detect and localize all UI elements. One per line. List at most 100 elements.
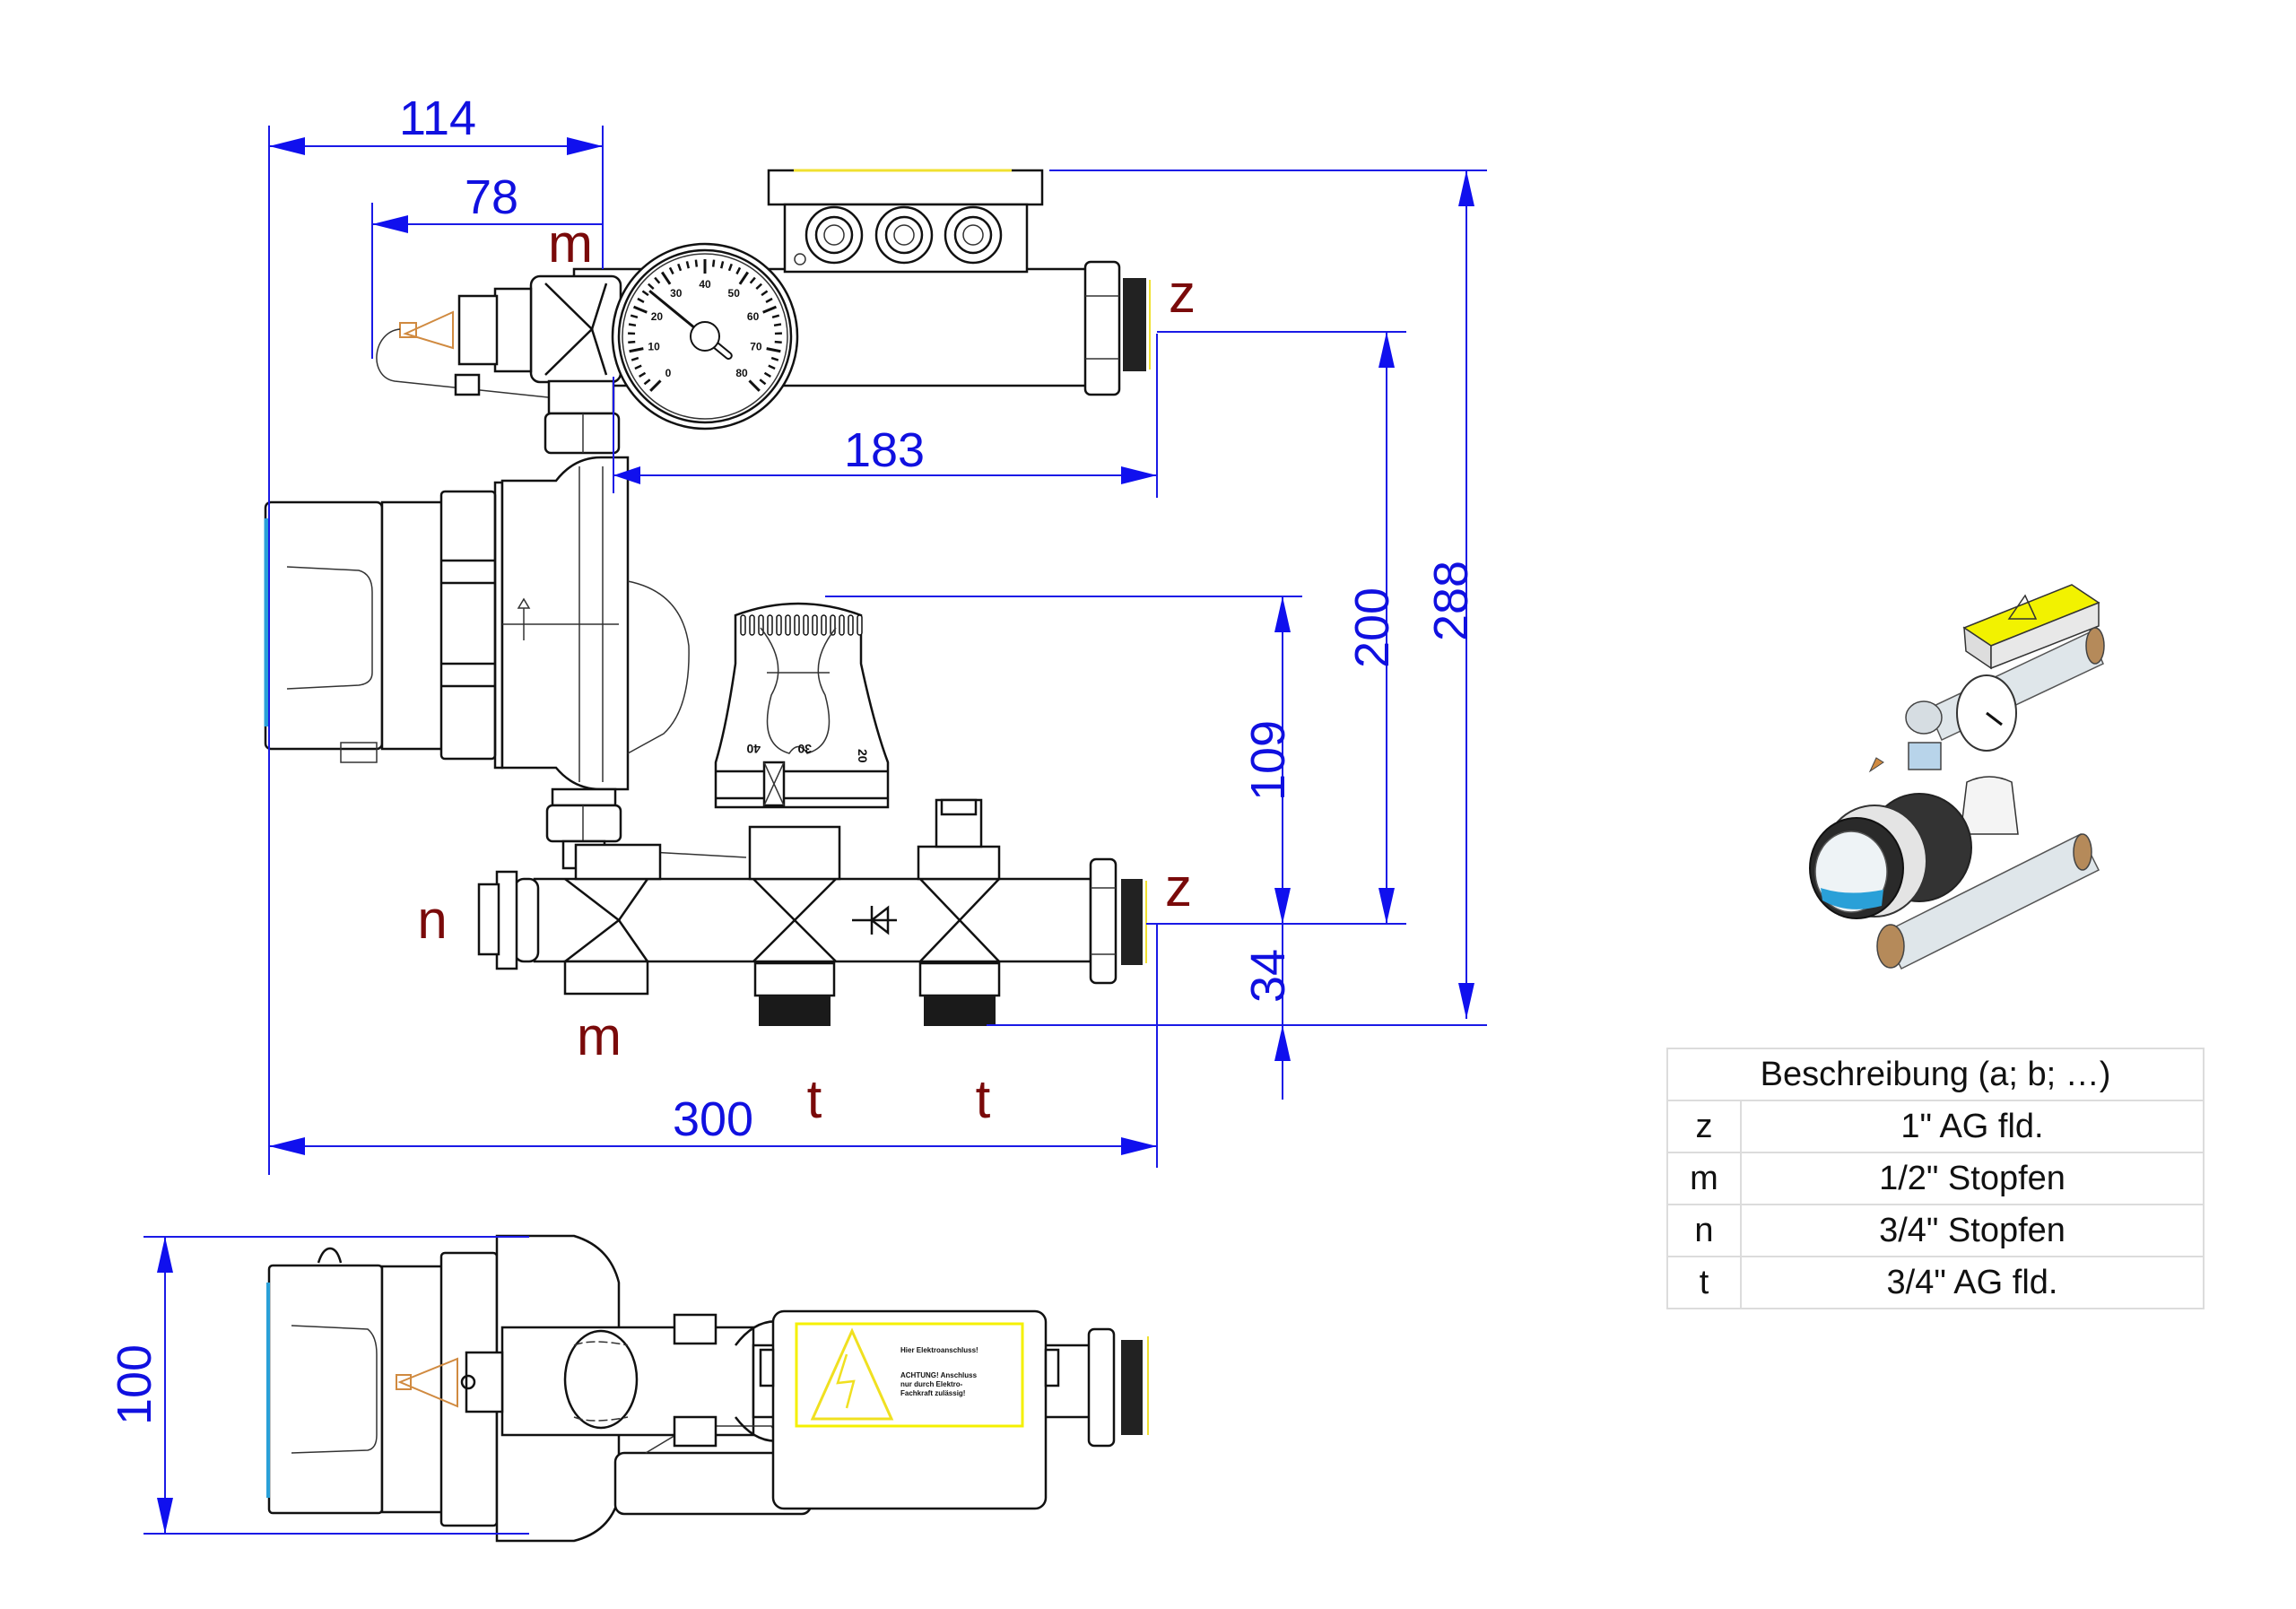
thermometer-tick	[762, 305, 778, 314]
check-valve-symbol	[852, 905, 897, 935]
scale-30: 30	[670, 287, 683, 300]
thread-z-top	[1123, 278, 1151, 371]
knob-ribs	[740, 614, 863, 636]
thermometer-tick	[639, 371, 647, 378]
knob-rib	[812, 614, 818, 636]
upper-valve	[376, 274, 622, 455]
label-t-left: t	[807, 1069, 822, 1129]
thermometer-tick	[668, 266, 674, 275]
label-m-top: m	[548, 213, 593, 274]
thermometer-tick	[711, 259, 716, 267]
temperature-probe	[376, 310, 566, 400]
knob-mark-20: 20	[856, 749, 870, 763]
scale-70: 70	[750, 340, 762, 352]
circulation-pump	[264, 456, 747, 870]
scale-10: 10	[648, 340, 660, 352]
thermometer-tick	[748, 379, 761, 392]
legend-value: 3/4" Stopfen	[1740, 1204, 2205, 1257]
scale-0: 0	[665, 367, 672, 379]
warning-line4: Fachkraft zulässig!	[900, 1389, 965, 1397]
thermometer-tick	[654, 276, 661, 284]
thermometer-tick	[755, 283, 763, 290]
label-m-bottom: m	[577, 1006, 622, 1066]
label-z-top: z	[1169, 264, 1196, 324]
thermometer-tick	[629, 347, 644, 353]
knob-rib	[767, 614, 773, 636]
dim-300: 300	[673, 1092, 753, 1146]
thermometer-needle	[648, 290, 733, 361]
thermometer-tick	[766, 347, 781, 353]
top-view: Hier Elektroanschluss! ACHTUNG! Anschlus…	[108, 1234, 1149, 1543]
knob-rib	[776, 614, 782, 636]
legend-row: n 3/4" Stopfen	[1666, 1204, 2205, 1257]
scale-50: 50	[728, 287, 741, 300]
thermometer-tick	[685, 261, 691, 269]
legend-key: z	[1666, 1100, 1742, 1153]
thermometer-tick	[773, 323, 782, 327]
dim-34: 34	[1241, 949, 1295, 1003]
knob-rib	[794, 614, 800, 636]
thermometer-tick	[738, 271, 750, 285]
thermometer-tick	[628, 340, 636, 344]
knob-rib	[740, 614, 746, 636]
legend-value: 3/4" AG fld.	[1740, 1256, 2205, 1309]
dim-78: 78	[465, 170, 518, 224]
label-n: n	[417, 890, 447, 950]
legend-row: z 1" AG fld.	[1666, 1100, 2205, 1153]
scale-60: 60	[747, 310, 760, 323]
thermometer-scale: 0 10 20 30 40 50 60 70 80	[648, 278, 761, 379]
scale-40: 40	[699, 278, 711, 291]
dim-100: 100	[108, 1344, 161, 1425]
legend-value: 1" AG fld.	[1740, 1100, 2205, 1153]
thermometer-tick	[774, 340, 782, 344]
legend-table: Beschreibung (a; b; …) z 1" AG fld. m 1/…	[1666, 1048, 2205, 1309]
thermometer-tick	[631, 356, 639, 361]
legend-header-row: Beschreibung (a; b; …)	[1666, 1048, 2205, 1101]
legend-row: t 3/4" AG fld.	[1666, 1256, 2205, 1309]
thermometer-tick	[677, 263, 683, 272]
junction-box	[767, 169, 1044, 274]
warning-line2: ACHTUNG! Anschluss	[900, 1371, 978, 1379]
scale-20: 20	[651, 310, 664, 323]
thermometer-tick	[628, 323, 637, 327]
dim-109: 109	[1241, 720, 1295, 801]
dim-183: 183	[844, 423, 925, 477]
legend-key: m	[1666, 1152, 1742, 1205]
knob-rib	[857, 614, 863, 636]
legend-row: m 1/2" Stopfen	[1666, 1152, 2205, 1205]
knob-rib	[848, 614, 854, 636]
thermometer: 0 10 20 30 40 50 60 70 80	[611, 242, 799, 431]
thermometer-tick	[771, 314, 780, 319]
thermometer-tick	[759, 378, 767, 386]
thermometer-tick	[630, 314, 639, 319]
knob-mark-40: 40	[746, 742, 761, 756]
thermometer-tick	[727, 263, 733, 272]
thermometer-tick	[719, 261, 725, 269]
knob-rib	[785, 614, 791, 636]
lower-pipe	[477, 798, 1147, 1026]
thermometer-tick	[694, 259, 699, 267]
thermostat-head: 40 30 20	[714, 602, 890, 809]
electrical-hazard-icon	[810, 1327, 894, 1421]
front-view: 0 10 20 30 40 50 60 70 80	[264, 91, 1487, 1175]
thermometer-tick	[749, 276, 756, 284]
legend-key: t	[1666, 1256, 1742, 1309]
dim-200: 200	[1345, 587, 1399, 668]
valve-m	[563, 843, 662, 996]
label-t-right: t	[976, 1069, 991, 1129]
thermometer-tick	[643, 378, 651, 386]
thermometer-tick	[660, 271, 672, 285]
label-z-bottom: z	[1165, 857, 1192, 918]
legend-key: n	[1666, 1204, 1742, 1257]
knob-mark-30: 30	[797, 742, 812, 756]
dimension-lines	[268, 126, 1487, 1175]
isometric-render	[1809, 584, 2105, 970]
knob-rib	[839, 614, 845, 636]
legend-header: Beschreibung (a; b; …)	[1666, 1048, 2205, 1101]
valve-t-vent	[917, 798, 1001, 1026]
valve-t-thermostatic	[748, 825, 841, 1026]
thermometer-tick	[768, 364, 776, 370]
legend-value: 1/2" Stopfen	[1740, 1152, 2205, 1205]
thermometer-ticks	[628, 259, 782, 392]
knob-rib	[821, 614, 827, 636]
